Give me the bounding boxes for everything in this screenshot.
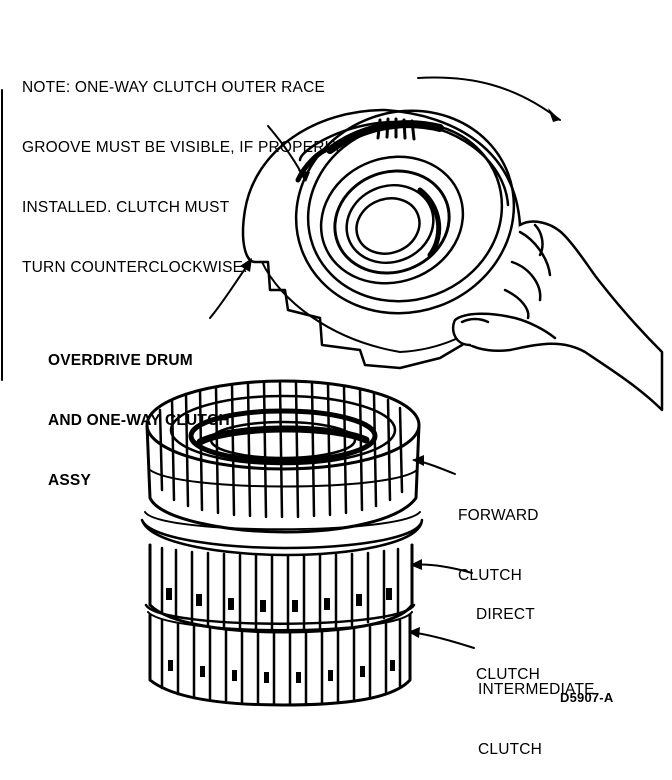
direct-clutch-body [148,543,414,634]
label-line: CLUTCH [478,741,543,758]
note-line: NOTE: ONE-WAY CLUTCH OUTER RACE [22,79,326,96]
direct-clutch-teeth [160,546,400,632]
note-line: TURN COUNTERCLOCKWISE. [22,259,248,276]
label-line: CLUTCH [476,666,541,683]
intermediate-clutch-teeth [160,618,402,706]
separator-ring-2 [144,603,416,625]
overdrive-drum-label: OVERDRIVE DRUM AND ONE-WAY CLUTCH ASSY [48,311,230,511]
label-line: CLUTCH [458,567,523,584]
hand [451,220,664,412]
label-line: OVERDRIVE DRUM [48,352,193,369]
label-line: INTERMEDIATE [478,681,595,698]
label-line: ASSY [48,472,92,489]
label-line: DIRECT [476,606,535,623]
separator-ring-1 [140,518,424,557]
clutch-assembly-illustration [1,76,664,707]
overdrive-drum [241,108,522,370]
clutch-stack [140,379,424,707]
intermediate-clutch-body [148,613,412,707]
intermediate-leader-line [409,631,475,649]
installation-note: NOTE: ONE-WAY CLUTCH OUTER RACE GROOVE M… [22,38,343,298]
leader-arrowheads [240,108,560,638]
intermediate-clutch-slots [168,660,395,683]
direct-clutch-slots [166,588,392,612]
direct-clutch-label: DIRECT CLUTCH [476,565,540,705]
forward-clutch-label: FORWARD CLUTCH [458,466,539,606]
label-line: AND ONE-WAY CLUTCH [48,412,230,429]
note-line: INSTALLED. CLUTCH MUST [22,199,230,216]
figure-id: D5907-A [560,690,614,705]
intermediate-clutch-label: INTERMEDIATE CLUTCH [478,640,595,780]
forward-clutch-teeth [158,381,404,519]
label-line: FORWARD [458,507,539,524]
note-leader-line-2 [417,76,561,121]
note-line: GROOVE MUST BE VISIBLE, IF PROPERLY [22,139,343,156]
